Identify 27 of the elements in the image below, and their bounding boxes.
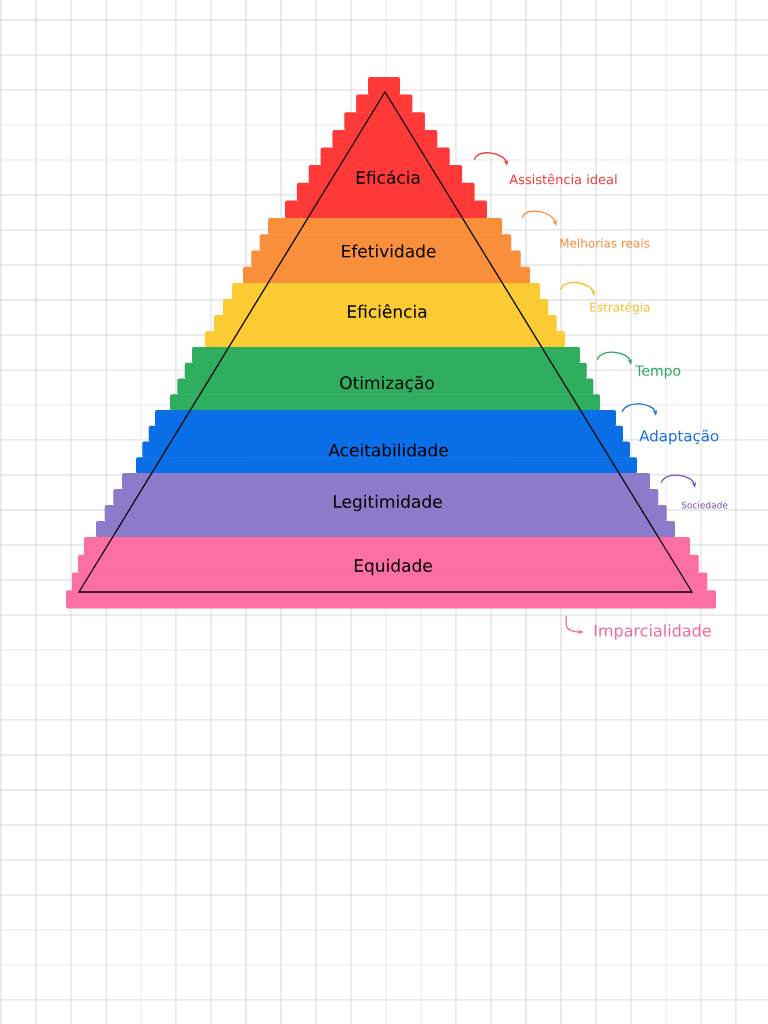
- node-label: Equidade: [354, 558, 432, 576]
- node-label: Otimização: [340, 375, 434, 393]
- side-label: Imparcialidade: [594, 624, 711, 640]
- curved-arrow: [473, 152, 509, 166]
- pyramid-band: Eficácia: [285, 77, 487, 219]
- node-label: Eficiência: [348, 304, 427, 318]
- pyramid-band: Efetividade: [243, 218, 530, 284]
- side-label: Tempo: [635, 365, 681, 379]
- curved-arrow: [660, 474, 697, 488]
- curved-arrow: [621, 403, 658, 416]
- pyramid-band: Equidade: [66, 537, 716, 609]
- side-label: Melhorias reais: [560, 238, 650, 248]
- curved-arrow: [559, 281, 596, 296]
- node-label: Efetividade: [342, 244, 436, 258]
- curved-arrow: [521, 210, 558, 226]
- pyramid-band: Aceitabilidade: [136, 410, 637, 474]
- node-label: Legitimidade: [334, 494, 442, 512]
- side-label: Adaptação: [639, 429, 719, 445]
- side-label: Assistência ideal: [509, 173, 617, 185]
- node-label: Eficácia: [356, 170, 420, 184]
- node-label: Aceitabilidade: [328, 443, 448, 457]
- side-label: Estratégia: [590, 301, 650, 315]
- side-label: Sociedade: [681, 501, 728, 509]
- pyramid-band: Eficiência: [205, 283, 565, 348]
- pyramid-band: Otimização: [170, 347, 600, 411]
- pyramid-band: Legitimidade: [96, 473, 675, 538]
- curved-arrow: [596, 351, 633, 365]
